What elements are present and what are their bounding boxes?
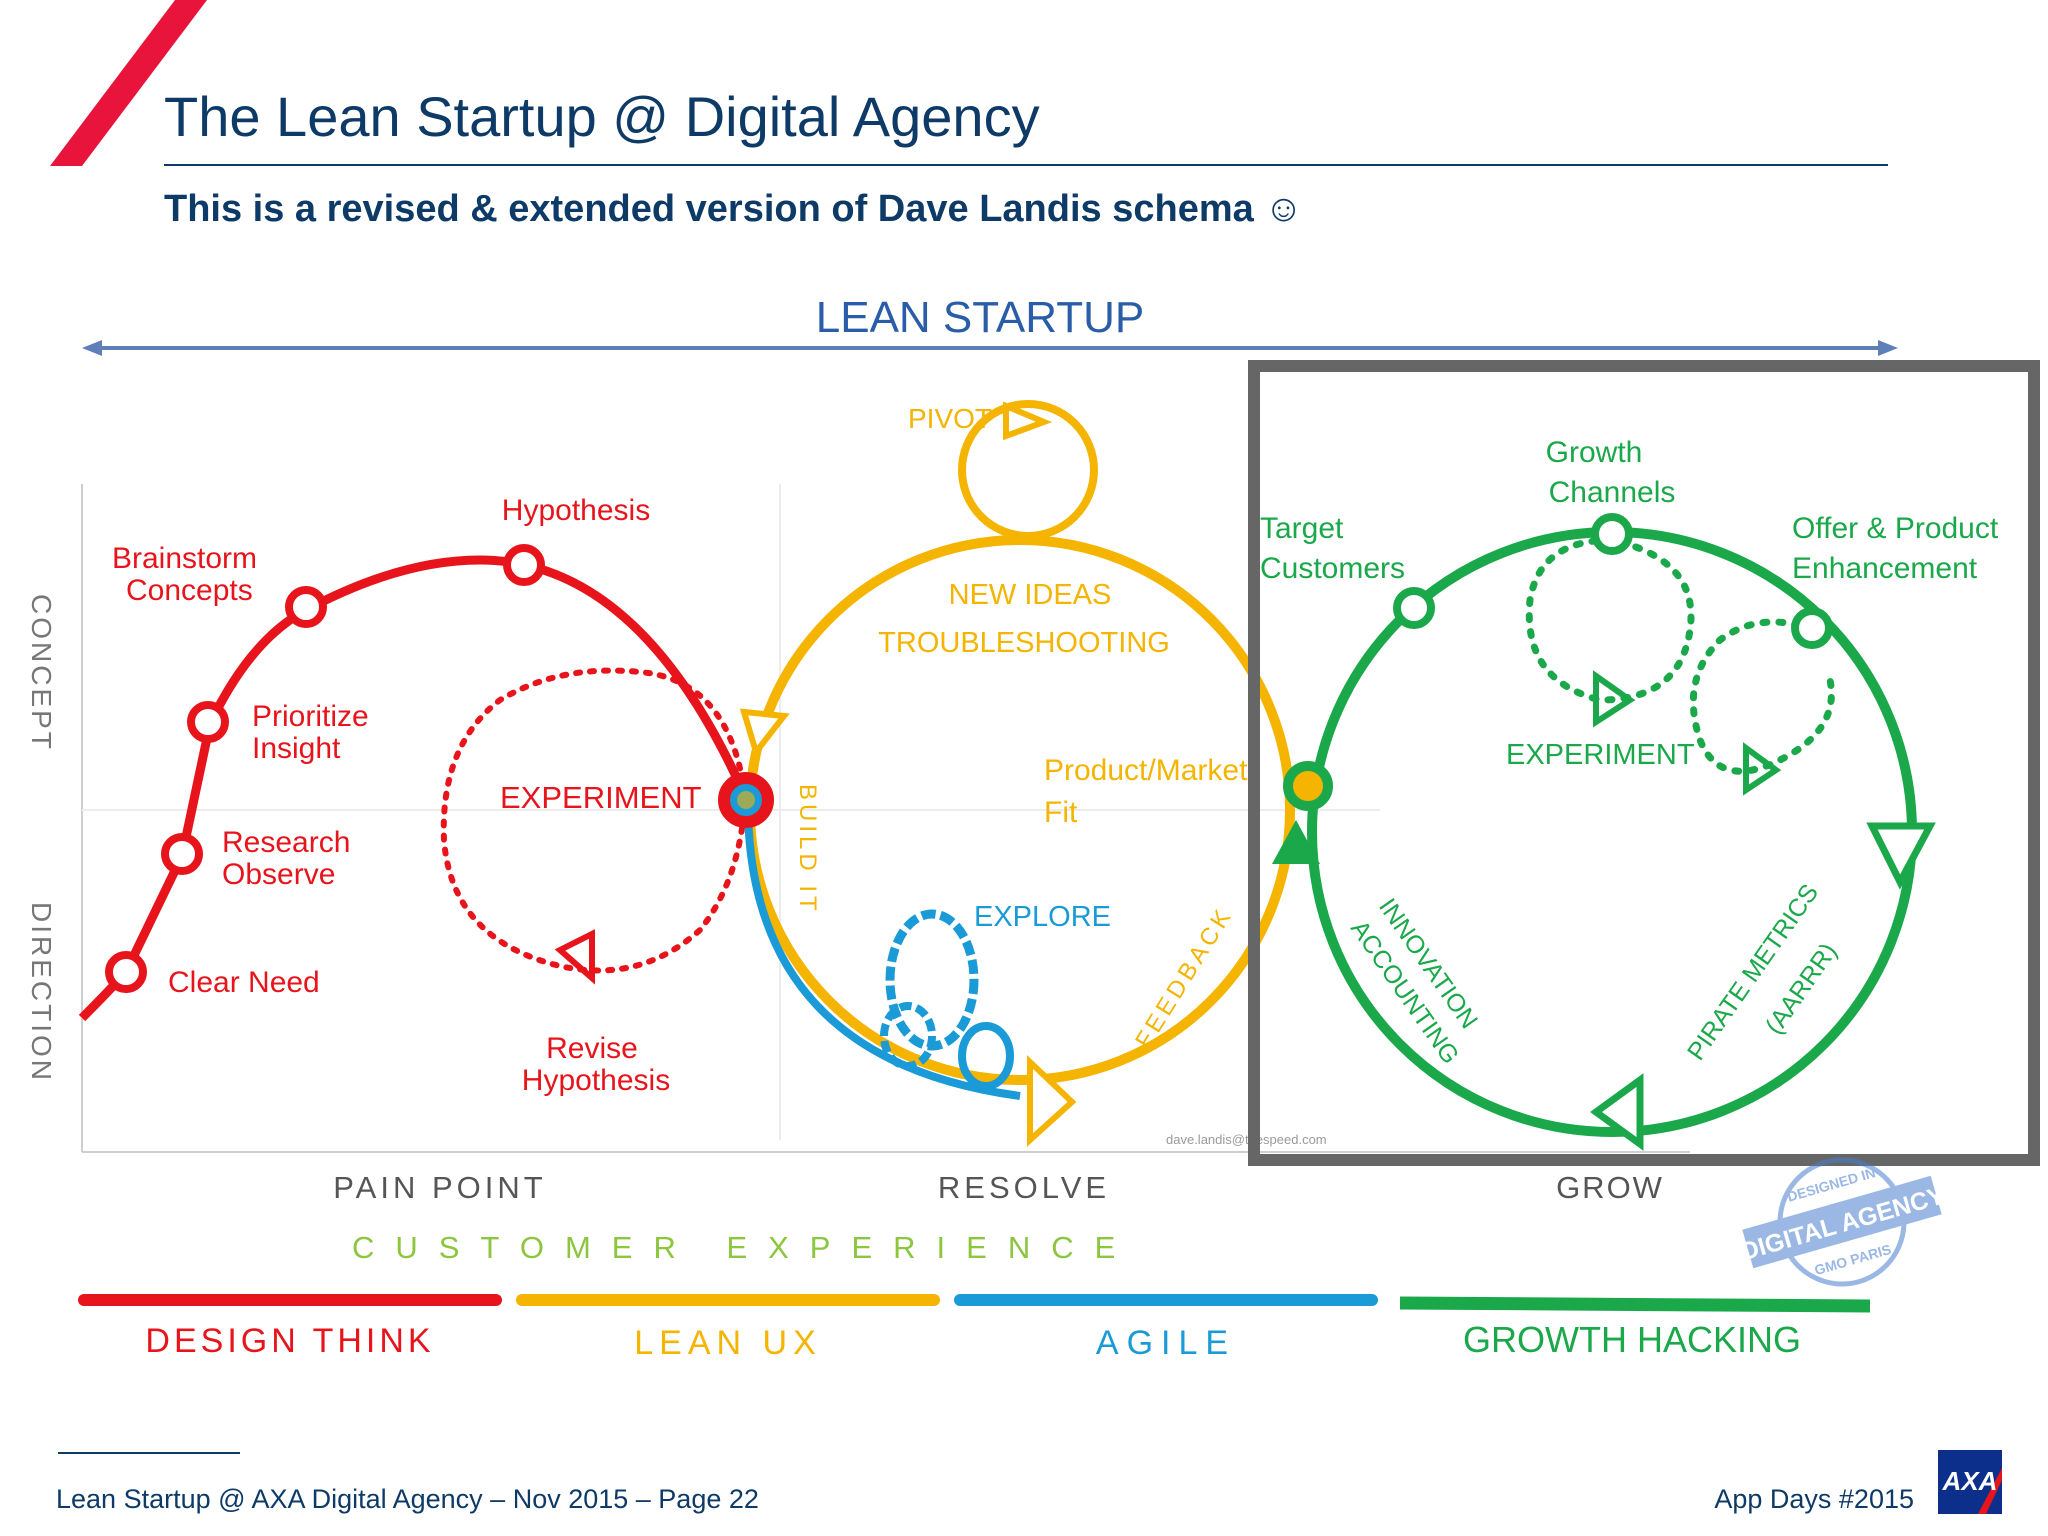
explore-loop-medium (880, 1002, 936, 1070)
node-clear-need (105, 951, 147, 993)
page-subtitle: This is a revised & extended version of … (164, 188, 1304, 230)
label-observe: Observe (222, 858, 335, 891)
page-title: The Lean Startup @ Digital Agency (164, 85, 1040, 148)
node-growth-channels (1591, 513, 1633, 555)
node-brainstorm (285, 586, 327, 628)
corner-slash-decoration (50, 0, 207, 166)
label-experiment-green: EXPERIMENT (1506, 739, 1695, 771)
label-customers: Customers (1260, 552, 1405, 585)
credit-text: dave.landis@thespeed.com (1166, 1132, 1327, 1147)
label-offer: Offer & Product (1792, 512, 1999, 545)
label-troubleshooting: TROUBLESHOOTING (878, 627, 1170, 659)
node-target-customers (1393, 587, 1435, 629)
growth-experiment-dotted-loop-2 (1689, 618, 1835, 775)
legend-design-think: DESIGN THINK (145, 1322, 434, 1360)
agile-path (744, 809, 1021, 1100)
phase-pain-point: PAIN POINT (333, 1170, 546, 1205)
label-growth: Growth (1546, 436, 1643, 469)
label-pivot: PIVOT (908, 403, 992, 434)
footer-right-text: App Days #2015 (1714, 1484, 1914, 1514)
legend-bar-growth-hacking (1399, 1296, 1871, 1313)
explore-loop-small (958, 1022, 1014, 1090)
growth-experiment-dotted-loop-1 (1525, 536, 1695, 704)
footer-left-text: Lean Startup @ AXA Digital Agency – Nov … (56, 1484, 759, 1514)
footer-divider (58, 1452, 240, 1454)
product-market-fit-node (1283, 761, 1333, 811)
label-research: Research (222, 826, 350, 859)
lean-startup-label: LEAN STARTUP (816, 293, 1144, 342)
label-insight: Insight (252, 732, 341, 765)
label-enhancement: Enhancement (1792, 552, 1978, 585)
experiment-dotted-loop (440, 667, 748, 974)
growth-highlight-frame (1248, 360, 2040, 1166)
phase-grow: GROW (1556, 1170, 1664, 1205)
label-revise: Revise (546, 1032, 638, 1065)
axis-concept-label: CONCEPT (26, 594, 57, 752)
label-concepts: Concepts (126, 574, 253, 607)
label-target: Target (1260, 512, 1344, 545)
label-new-ideas: NEW IDEAS (949, 579, 1112, 611)
legend-agile: AGILE (1096, 1324, 1236, 1362)
phase-resolve: RESOLVE (938, 1170, 1110, 1205)
title-divider (164, 164, 1888, 166)
label-channels: Channels (1549, 476, 1676, 509)
node-offer-product (1791, 607, 1833, 649)
label-build-it: BUILD IT (794, 784, 821, 915)
label-revise-hypothesis: Hypothesis (522, 1064, 670, 1097)
axa-logo-text: AXA (1942, 1466, 1998, 1496)
node-prioritize (187, 701, 229, 743)
label-brainstorm: Brainstorm (112, 542, 257, 575)
customer-experience-label: CUSTOMER EXPERIENCE (352, 1230, 1136, 1265)
node-hypothesis (503, 544, 545, 586)
label-experiment-red: EXPERIMENT (500, 780, 702, 815)
label-fit: Fit (1044, 796, 1078, 829)
axa-logo: AXA (1938, 1450, 2002, 1514)
lean-startup-diagram: LEAN STARTUP CONCEPT DIRECTION Hypothesi… (26, 293, 2040, 1362)
label-clear-need: Clear Need (168, 966, 320, 999)
axis-direction-label: DIRECTION (26, 902, 57, 1083)
legend-lean-ux: LEAN UX (634, 1324, 822, 1362)
label-feedback: FEEDBACK (1130, 902, 1238, 1053)
design-think-curve (78, 555, 750, 1022)
legend-growth-hacking: GROWTH HACKING (1463, 1319, 1801, 1360)
label-prioritize: Prioritize (252, 700, 369, 733)
node-research (161, 833, 203, 875)
label-product-market: Product/Market (1044, 754, 1248, 787)
label-explore: EXPLORE (974, 901, 1111, 933)
label-hypothesis: Hypothesis (502, 494, 650, 527)
